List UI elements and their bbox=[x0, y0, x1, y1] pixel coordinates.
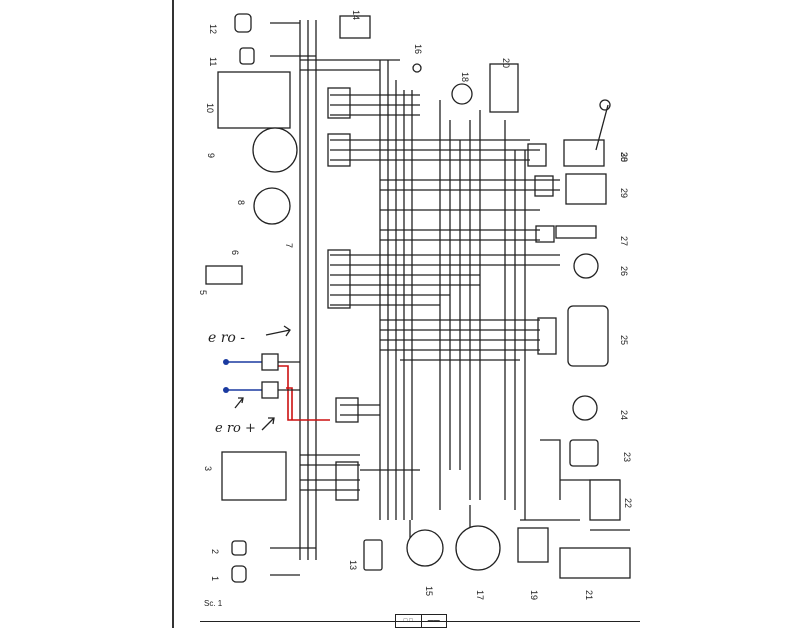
component-label-16: 16 bbox=[413, 44, 423, 54]
component-2-bulb bbox=[231, 540, 247, 556]
wire-bundle bbox=[270, 20, 630, 576]
blue-wires bbox=[226, 361, 262, 391]
component-label-10: 10 bbox=[205, 103, 215, 113]
component-labels: 1235678910111213141516171819202122232425… bbox=[198, 10, 633, 600]
components bbox=[205, 13, 631, 583]
hand-arrows bbox=[234, 325, 291, 431]
component-label-12: 12 bbox=[208, 24, 218, 34]
component-22-relay bbox=[589, 479, 621, 521]
component-label-24: 24 bbox=[619, 410, 629, 420]
component-label-18: 18 bbox=[460, 72, 470, 82]
component-29-switch bbox=[565, 173, 607, 205]
component-label-17: 17 bbox=[475, 590, 485, 600]
component-11-bulb bbox=[239, 47, 255, 65]
component-label-22: 22 bbox=[623, 498, 633, 508]
footer-box: □ □ ▬▬ bbox=[395, 614, 447, 628]
component-13-relay bbox=[363, 539, 383, 571]
component-label-13: 13 bbox=[348, 560, 358, 570]
component-label-1: 1 bbox=[210, 576, 220, 581]
component-25-taillight bbox=[567, 305, 609, 367]
component-23-starter bbox=[569, 439, 599, 467]
component-label-23: 23 bbox=[622, 452, 632, 462]
component-21-battery bbox=[559, 547, 631, 579]
component-3-unit bbox=[221, 451, 287, 501]
component-label-6: 6 bbox=[230, 250, 240, 255]
component-15-horn bbox=[406, 529, 444, 567]
component-label-19: 19 bbox=[529, 590, 539, 600]
component-label-21: 21 bbox=[584, 590, 594, 600]
component-label-15: 15 bbox=[424, 586, 434, 596]
annotation-plus: e ro + bbox=[215, 421, 256, 436]
component-label-2: 2 bbox=[210, 549, 220, 554]
red-wires bbox=[276, 365, 330, 421]
sheet-caption: Sc. 1 bbox=[204, 599, 223, 608]
added-terminals bbox=[261, 353, 300, 399]
component-label-29: 29 bbox=[619, 188, 629, 198]
component-16-sensor bbox=[412, 63, 422, 73]
component-18-sensor bbox=[451, 83, 473, 105]
component-label-20: 20 bbox=[501, 58, 511, 68]
component-28-sensor bbox=[599, 99, 611, 111]
component-label-25: 25 bbox=[619, 335, 629, 345]
component-24-bulb bbox=[572, 395, 598, 421]
annotation-minus: e ro - bbox=[208, 330, 245, 346]
component-label-9: 9 bbox=[206, 153, 216, 158]
component-10-switch bbox=[217, 71, 291, 129]
blue-wire-tips bbox=[223, 359, 229, 393]
component-label-8: 8 bbox=[236, 200, 246, 205]
footer-rule bbox=[200, 621, 640, 622]
footer-right: ▬▬ bbox=[427, 618, 440, 624]
page-edge bbox=[172, 0, 174, 628]
component-label-30: 30 bbox=[619, 152, 629, 162]
component-12-bulb bbox=[234, 13, 252, 33]
component-label-26: 26 bbox=[619, 266, 629, 276]
component-label-5: 5 bbox=[198, 290, 208, 295]
component-1-bulb bbox=[231, 565, 247, 583]
footer-left: □ □ bbox=[396, 615, 422, 627]
component-label-11: 11 bbox=[208, 57, 218, 66]
component-9-switch bbox=[252, 127, 298, 173]
component-26-bulb bbox=[573, 253, 599, 279]
component-label-28: 28 bbox=[619, 152, 629, 162]
component-14-horn bbox=[339, 15, 371, 39]
component-label-3: 3 bbox=[203, 466, 213, 471]
component-8-dial bbox=[253, 187, 291, 225]
component-27-sensor bbox=[555, 225, 597, 239]
component-17-stator bbox=[455, 525, 501, 571]
component-label-14: 14 bbox=[351, 10, 361, 20]
component-label-27: 27 bbox=[619, 236, 629, 246]
component-5-block bbox=[205, 265, 243, 285]
component-20-regulator bbox=[489, 63, 519, 113]
component-label-7: 7 bbox=[284, 243, 294, 248]
component-19-unit bbox=[517, 527, 549, 563]
